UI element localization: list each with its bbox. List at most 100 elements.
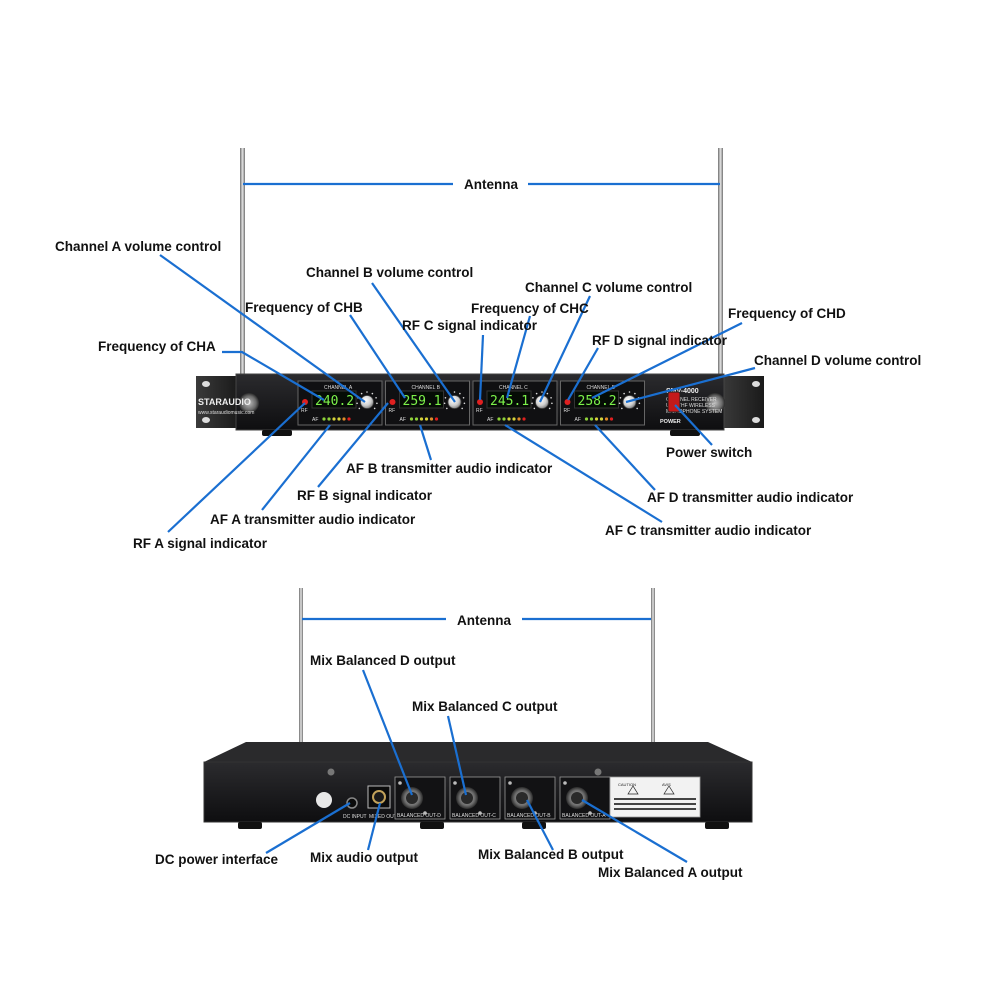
af-led [609,417,614,421]
antenna-right [718,148,723,398]
xlr-label: BALANCED OUT-D [397,813,441,819]
xlr-screw [453,781,457,785]
knob-scale-dot [446,407,448,410]
knob-scale-dot [623,392,625,395]
af-led [497,417,501,421]
antenna-back-left [299,588,303,750]
af-led [584,417,589,421]
xlr-screw [588,811,592,815]
af-label: AF [487,417,493,423]
knob-scale-dot [533,407,536,410]
rf-label: RF [301,408,308,414]
knob-scale-dot [373,407,376,410]
model-desc-1: CHANNEL RECEIVER [666,397,717,403]
model-name: SMV-4000 [666,388,699,395]
af-led [327,417,331,421]
avis-text: AVIS [662,782,671,787]
label-mix-a: Mix Balanced A output [598,865,743,880]
af-led [424,417,429,421]
knob-scale-dot [636,407,638,410]
rf-label: RF [564,408,571,414]
label-ch-c-volume: Channel C volume control [525,280,692,295]
knob-scale-dot [366,391,368,393]
frequency-display [399,390,444,409]
balanced-output-d[interactable]: BALANCED OUT-D [394,776,446,820]
xlr-screw [398,781,402,785]
knob-scale-dot [462,396,465,399]
af-led [512,417,516,421]
label-rf-c: RF C signal indicator [402,318,538,333]
xlr-screw [563,781,567,785]
label-mix-audio: Mix audio output [310,850,418,865]
af-led [589,417,594,421]
label-rf-d: RF D signal indicator [592,333,728,348]
channel-name: CHANNEL B [412,385,441,391]
af-led [502,417,506,421]
xlr-screw [478,811,482,815]
knob-scale-dot [360,392,363,395]
rf-label: RF [389,408,396,414]
label-freq-d: Frequency of CHD [728,306,846,321]
xlr-label: BALANCED OUT-C [452,813,496,819]
frequency-value: 259.1 [403,394,442,409]
af-label: AF [575,417,581,423]
rf-label: RF [476,408,483,414]
power-label: POWER [660,419,681,425]
label-rf-a: RF A signal indicator [133,536,268,551]
rf-led [477,399,483,405]
channel-module-b: CHANNEL B RF 259.1AF [385,380,470,426]
af-led [517,417,521,421]
af-led [594,417,599,421]
volume-knob[interactable] [360,395,374,409]
af-led [429,417,434,421]
label-antenna-front: Antenna [464,177,518,192]
label-power-switch: Power switch [666,445,752,460]
frequency-display [311,390,357,409]
balanced-output-c[interactable]: BALANCED OUT-C [449,776,501,820]
channel-name: CHANNEL D [587,385,616,391]
af-led [322,417,326,421]
rf-led [564,399,571,405]
xlr-label: BALANCED OUT-B [507,813,551,819]
label-antenna-back: Antenna [457,613,511,628]
brand-url: www.staraudiomusic.com [198,410,254,416]
af-led [347,417,351,421]
af-led [332,417,336,421]
knob-scale-dot [535,392,538,395]
balanced-output-b[interactable]: BALANCED OUT-B [504,776,556,820]
rf-led [389,399,396,405]
af-label: AF [312,417,318,423]
knob-scale-dot [638,402,641,405]
model-desc-3: MICROPHONE SYSTEM [666,409,722,415]
dc-power-jack[interactable] [346,797,358,809]
knob-scale-dot [371,392,374,395]
knob-scale-dot [531,402,533,405]
front-leader-lines [159,182,756,533]
af-label: AF [400,417,406,423]
af-led [419,417,424,421]
xlr-screw [508,781,512,785]
balanced-outputs: BALANCED OUT-D BALANCED OUT-C BALANCED OUT… [394,776,611,820]
label-mix-c: Mix Balanced C output [412,699,558,714]
xlr-core [406,792,418,804]
mix-audio-output-jack[interactable] [372,790,386,804]
knob-scale-dot [541,391,543,393]
channel-name: CHANNEL C [499,385,528,391]
xlr-core [461,792,473,804]
knob-scale-dot [459,392,461,395]
af-led [507,417,511,421]
antenna-connector-left [239,393,259,413]
label-rf-b: RF B signal indicator [297,488,433,503]
knob-scale-dot [548,407,551,410]
label-freq-b: Frequency of CHB [245,300,363,315]
xlr-label: BALANCED OUT-A [562,813,606,819]
antenna-connector-right [705,393,725,413]
label-af-b: AF B transmitter audio indicator [346,461,553,476]
knob-scale-dot [621,407,623,410]
xlr-core [571,792,583,804]
label-dc-power: DC power interface [155,852,279,867]
knob-scale-dot [444,396,447,399]
